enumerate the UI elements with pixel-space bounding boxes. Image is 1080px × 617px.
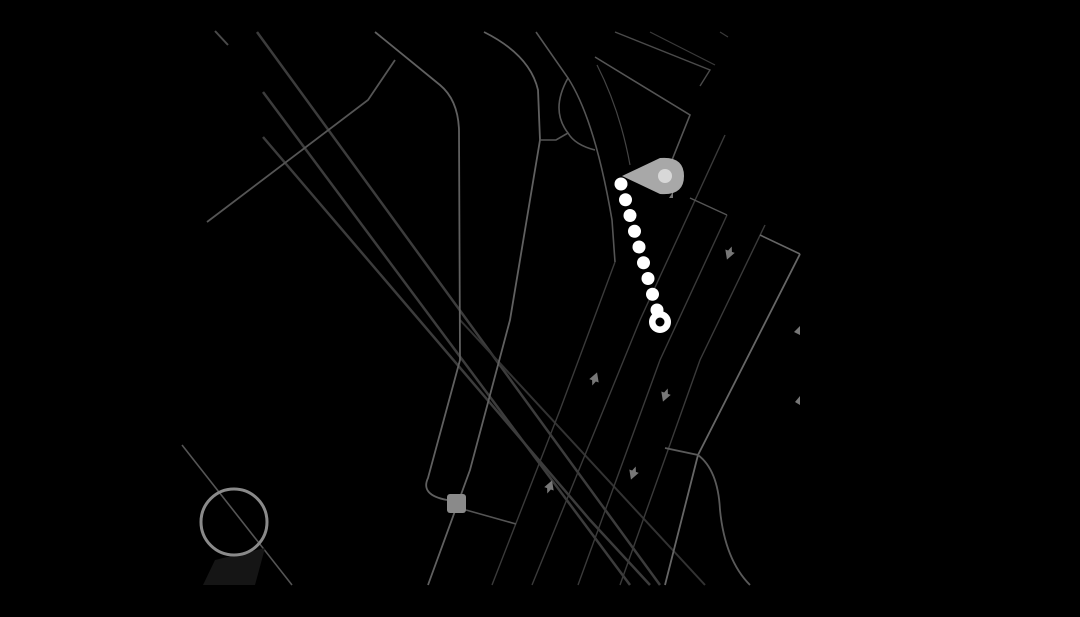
route-dot bbox=[646, 287, 659, 301]
street-parallel-3 bbox=[577, 214, 728, 586]
one-way-arrow-icon bbox=[669, 192, 673, 198]
route-dot bbox=[623, 209, 637, 222]
street-cross-2 bbox=[759, 234, 801, 255]
street-parallel-4 bbox=[619, 224, 766, 586]
route-dot bbox=[632, 240, 646, 254]
route-dot bbox=[637, 256, 650, 270]
square-stop-icon[interactable] bbox=[447, 494, 466, 513]
one-way-arrow-icon bbox=[544, 480, 554, 494]
one-way-arrows bbox=[544, 192, 800, 494]
road-diagonal-2 bbox=[255, 31, 662, 586]
street-cross-1 bbox=[689, 197, 728, 216]
road-network bbox=[181, 30, 801, 586]
road-right-6 bbox=[596, 64, 631, 166]
route-dot bbox=[619, 193, 632, 207]
route-dot bbox=[614, 177, 628, 191]
road-central bbox=[427, 31, 541, 586]
origin-ring-icon[interactable] bbox=[649, 311, 671, 333]
road-diagonal-1 bbox=[214, 30, 229, 46]
route-dot bbox=[641, 272, 655, 285]
one-way-arrow-icon bbox=[725, 246, 735, 260]
area-bottom-left bbox=[203, 548, 265, 585]
road-left-curve bbox=[374, 31, 461, 501]
one-way-arrow-icon bbox=[589, 372, 599, 386]
one-way-arrow-icon bbox=[629, 466, 639, 480]
one-way-arrow-icon bbox=[795, 396, 800, 405]
street-parallel-2 bbox=[531, 134, 726, 586]
route-dot bbox=[628, 224, 641, 238]
road-left-branch bbox=[206, 59, 396, 223]
compass-ring-icon[interactable] bbox=[199, 487, 269, 557]
location-pin-icon[interactable] bbox=[622, 157, 684, 195]
street-curve-bottom bbox=[664, 447, 751, 586]
road-right-2 bbox=[594, 56, 691, 161]
one-way-arrow-icon bbox=[794, 326, 800, 335]
road-diagonal-5 bbox=[459, 319, 706, 586]
one-way-arrow-icon bbox=[661, 388, 671, 402]
road-bottom-link bbox=[465, 509, 517, 525]
road-right-5 bbox=[719, 31, 729, 38]
street-parallel-1 bbox=[491, 261, 616, 586]
road-bottom-left bbox=[181, 444, 293, 586]
road-right-4 bbox=[649, 31, 716, 66]
road-right-1 bbox=[567, 77, 616, 263]
road-right-3 bbox=[614, 31, 712, 87]
road-diagonal-4 bbox=[262, 136, 651, 586]
road-diagonal-3 bbox=[261, 91, 632, 586]
